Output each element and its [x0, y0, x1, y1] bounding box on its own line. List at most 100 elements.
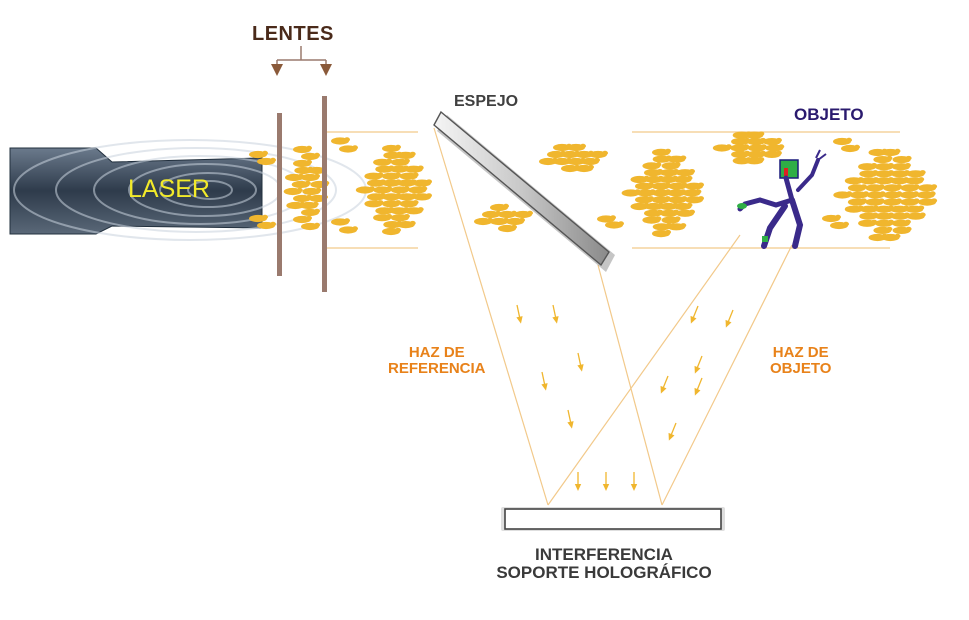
wavefront-puff	[905, 177, 925, 185]
wavefront-puff	[514, 210, 533, 219]
laser-label: LASER	[128, 175, 210, 203]
wavefront-puff	[682, 189, 702, 197]
wavefront-puff	[676, 169, 695, 177]
wavefront-puff	[506, 217, 525, 226]
plate-label-line1: INTERFERENCIA	[535, 545, 673, 564]
wavefront-puff	[581, 157, 600, 166]
reference-beam-label-line2: REFERENCIA	[388, 359, 486, 377]
wavefront-puff	[865, 198, 885, 206]
wavefront-puff	[635, 196, 654, 204]
wavefront-puff	[373, 158, 393, 166]
wavefront-puff	[293, 145, 312, 154]
wavefront-puff	[833, 137, 852, 146]
lenses-label: LENTES	[252, 23, 334, 45]
wavefront-puff	[249, 214, 268, 223]
object-label: OBJETO	[794, 105, 864, 124]
arrow-down-icon	[513, 303, 525, 325]
wavefront-puff	[906, 212, 926, 220]
wavefront-puff	[850, 191, 869, 199]
wavefront-puff	[841, 144, 860, 153]
wavefront-puff	[891, 163, 911, 171]
wavefront-puff	[875, 163, 894, 171]
wavefront-puff	[301, 173, 320, 182]
wavefront-puff	[651, 196, 671, 204]
arrow-down-icon	[691, 354, 706, 376]
wavefront-puff	[822, 214, 841, 223]
wavefront-puff	[339, 145, 358, 153]
wavefront-puff	[390, 214, 410, 222]
object-beam-label-line2: OBJETO	[770, 359, 832, 377]
arrow-down-icon	[687, 304, 702, 326]
wavefront-puff	[299, 201, 319, 210]
wavefront-puff	[652, 229, 671, 238]
wavefront-puff	[589, 150, 608, 159]
wavefront-puff	[364, 172, 384, 180]
wavefront-puff	[661, 162, 681, 170]
arrow-down-icon	[691, 376, 706, 398]
wavefront-puff	[858, 163, 878, 171]
object-beam-label-line1: HAZ DE	[772, 344, 829, 361]
wavefront-puff	[905, 205, 925, 213]
beam-rays	[325, 127, 900, 506]
wavefront-puff	[390, 158, 410, 166]
wavefront-puff	[651, 182, 671, 190]
wavefront-puff	[605, 221, 624, 229]
wavefront-puff	[830, 221, 849, 230]
wavefront-puff	[301, 208, 320, 217]
wavefront-puff	[301, 152, 320, 161]
wavefront-puff	[668, 182, 688, 190]
reference-ray-right	[597, 264, 663, 506]
wavefront-puff	[747, 144, 767, 152]
object-ray-left	[547, 234, 741, 506]
wavefront-puff	[661, 216, 681, 224]
wavefront-puff	[676, 209, 695, 217]
wavefront-puff	[883, 184, 902, 192]
arrow-down-icon	[630, 471, 638, 492]
laser-beam	[249, 131, 938, 242]
wavefront-puff	[866, 191, 886, 199]
plate-label-line2: SOPORTE HOLOGRÁFICO	[496, 562, 712, 582]
wavefront-puff	[762, 150, 782, 158]
wavefront-puff	[257, 157, 276, 166]
wavefront-puff	[364, 200, 384, 208]
arrow-down-icon	[574, 351, 586, 373]
wavefront-puff	[858, 219, 878, 227]
wavefront-puff	[635, 182, 654, 190]
wavefront-puff	[918, 184, 938, 192]
wavefront-puff	[567, 143, 586, 152]
wavefront-puff	[892, 226, 912, 234]
wavefront-puff	[667, 155, 687, 163]
mirror-icon	[433, 110, 615, 272]
figure-object-icon	[737, 149, 827, 249]
arrow-down-icon	[602, 471, 610, 492]
wavefront-puff	[891, 219, 911, 227]
wavefront-puff	[883, 191, 903, 199]
wavefront-puff	[301, 222, 320, 231]
object-ray-right	[661, 244, 793, 506]
wavefront-puff	[873, 226, 893, 234]
wavefront-puff	[865, 184, 885, 192]
wavefront-puff	[302, 187, 322, 196]
wavefront-puff	[396, 151, 416, 159]
wavefront-puff	[382, 144, 401, 153]
wavefront-puff	[906, 170, 926, 178]
arrow-down-icon	[657, 374, 672, 396]
wavefront-puff	[382, 172, 401, 180]
wavefront-puff	[745, 131, 765, 139]
wavefront-puff	[765, 144, 785, 152]
wavefront-puff	[892, 155, 912, 164]
wavefront-puff	[373, 214, 393, 222]
wavefront-puff	[399, 200, 419, 208]
wavefront-puff	[712, 144, 732, 152]
wavefront-puff	[408, 186, 428, 194]
wavefront-puff	[685, 196, 704, 204]
wavefront-puff	[847, 198, 867, 206]
wavefront-puff	[673, 202, 693, 211]
wavefront-puff	[918, 198, 938, 206]
wavefront-puff	[642, 216, 662, 224]
wavefront-puff	[881, 233, 901, 242]
wavefront-puff	[667, 223, 687, 231]
wavefront-puff	[331, 218, 350, 226]
arrow-down-icon	[564, 408, 576, 430]
wavefront-puff	[916, 191, 936, 199]
